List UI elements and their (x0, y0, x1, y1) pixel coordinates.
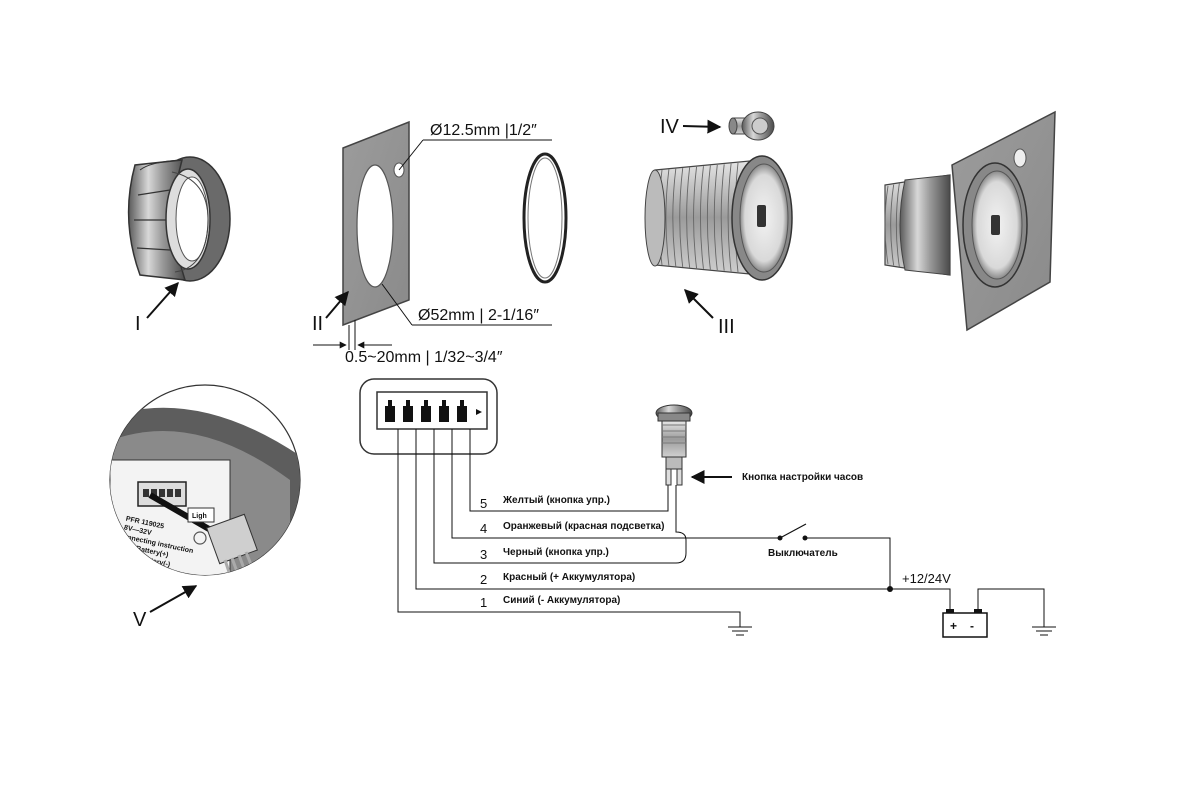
arrow-part-i (146, 281, 179, 319)
battery-minus: - (970, 619, 974, 633)
thread-line (672, 168, 677, 267)
label-part-i: I (135, 313, 141, 335)
panel-plate (342, 120, 410, 350)
thread-line (720, 164, 725, 271)
arrow-part-v (149, 585, 198, 613)
wire-1-label: Синий (- Аккумулятора) (503, 595, 620, 606)
wire-5-label: Желтый (кнопка упр.) (502, 495, 610, 506)
sticker-line-7: Yellow Light (130, 581, 172, 596)
wire-lines (397, 429, 1045, 627)
thread-line (884, 185, 889, 265)
junction-dot (887, 586, 893, 592)
wire-4-after-switch (805, 537, 891, 589)
switch-icon (777, 523, 808, 541)
ground-icon (728, 626, 752, 636)
sticker-tag: Ligh (192, 513, 207, 520)
label-part-ii: II (312, 313, 323, 335)
thread-line (700, 166, 704, 269)
wire-5 (469, 429, 669, 512)
label-part-iii: III (718, 316, 735, 338)
battery-plus: + (950, 619, 957, 633)
connector-socket (376, 391, 488, 430)
gauge-body (644, 155, 793, 281)
wire-3-number: 3 (480, 547, 487, 562)
wire-5-number: 5 (480, 496, 487, 511)
dim-small-hole: Ø12.5mm |1/2″ (430, 122, 537, 139)
label-part-iv: IV (660, 116, 680, 138)
wire-2-label: Красный (+ Аккумулятора) (503, 572, 635, 583)
button-caption: Кнопка настройки часов (742, 472, 863, 483)
wire-4 (451, 429, 780, 539)
wiring-schematic: Выключатель +12/24V + - (359, 378, 1056, 638)
thread-line (693, 166, 697, 269)
thread-line (890, 184, 895, 266)
thread-line (727, 163, 732, 272)
o-ring (522, 152, 568, 284)
recycle-icon (193, 531, 207, 545)
wire-4-number: 4 (480, 521, 487, 536)
push-button-part (728, 111, 775, 141)
leader-small-hole (398, 139, 424, 171)
wire-battery-ground (977, 588, 1045, 627)
clock-button-icon (655, 404, 693, 486)
thread-line (895, 183, 900, 267)
leader-large-hole (381, 283, 413, 326)
thread-line (686, 167, 691, 268)
arrow-part-iii (684, 289, 714, 319)
battery-icon (942, 609, 988, 638)
assembled-gauge (884, 110, 1056, 332)
wire-supply (890, 588, 951, 610)
arrow-part-iv (682, 119, 722, 134)
wire-3 (433, 429, 687, 564)
detail-connector-pins (143, 489, 181, 497)
arrow-part-ii (325, 290, 349, 319)
knurled-ring (127, 156, 231, 282)
connector-pins (385, 400, 482, 422)
wire-1 (397, 429, 741, 627)
dim-thickness: 0.5~20mm | 1/32~3/4″ (345, 349, 503, 366)
supply-caption: +12/24V (902, 571, 951, 586)
thread-line (713, 164, 718, 271)
wire-2 (415, 429, 890, 590)
wire-4-label: Оранжевый (красная подсветка) (503, 521, 664, 532)
ground-icon (1032, 626, 1056, 636)
wire-2-number: 2 (480, 572, 487, 587)
sticker-line-8: PIN (118, 587, 131, 596)
wire-1-number: 1 (480, 595, 487, 610)
sticker-line-6: Orange—Red Light (110, 568, 174, 588)
label-part-v: V (133, 609, 147, 631)
switch-caption: Выключатель (768, 548, 838, 559)
wire-3-label: Черный (кнопка упр.) (503, 547, 609, 558)
thread-line (679, 168, 684, 267)
thread-line (665, 169, 670, 266)
connector-detail-circle: Ligh PFR 119025 8V—32V Connecting instru… (109, 384, 301, 596)
thread-line (706, 165, 711, 270)
sticker-line-5: Blue—Sensor (112, 559, 159, 575)
dim-large-hole: Ø52mm | 2-1/16″ (418, 307, 539, 324)
